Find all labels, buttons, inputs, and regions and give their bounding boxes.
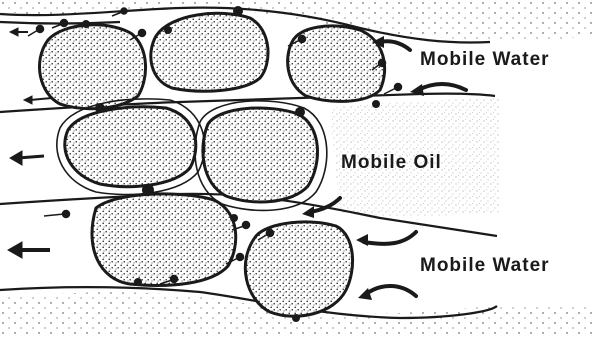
grain-2 (151, 13, 268, 91)
rock-grains (39, 13, 384, 316)
label-mobile-water-bottom: Mobile Water (420, 255, 550, 277)
grain-1 (39, 25, 145, 109)
arrow-left-icon (8, 242, 50, 258)
grain-5 (203, 108, 318, 202)
grain-7 (245, 222, 352, 316)
arrow-left-icon (24, 96, 52, 104)
label-mobile-oil: Mobile Oil (341, 152, 442, 174)
arrow-left-icon (10, 151, 44, 165)
arrow-left-icon (10, 28, 28, 36)
grain-4 (65, 107, 196, 187)
label-mobile-water-top: Mobile Water (420, 49, 550, 71)
grain-6 (92, 194, 236, 286)
